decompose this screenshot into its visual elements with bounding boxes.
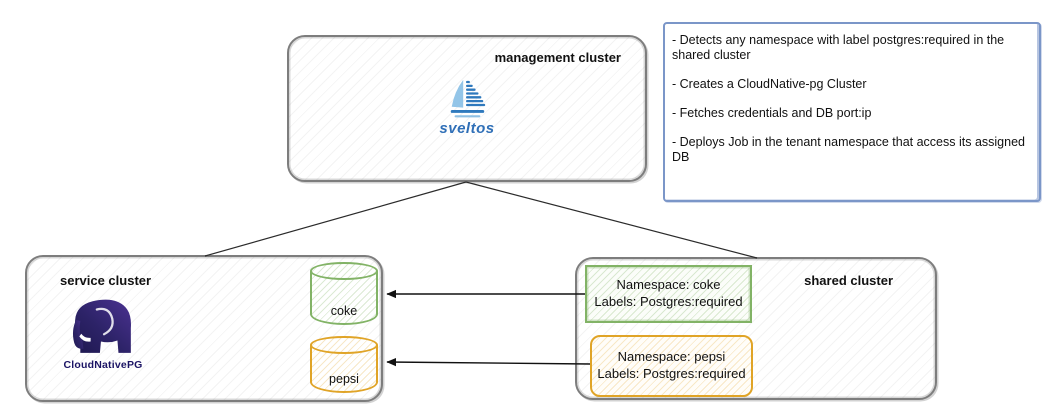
notes-box: - Detects any namespace with label postg… bbox=[663, 22, 1041, 202]
note-item: - Fetches credentials and DB port:ip bbox=[672, 106, 872, 120]
note-item: - Deploys Job in the tenant namespace th… bbox=[672, 135, 1025, 164]
management-cluster-node: management cluster bbox=[287, 35, 647, 182]
shared-cluster-label: shared cluster bbox=[804, 273, 893, 288]
sveltos-logo-text: sveltos bbox=[439, 120, 495, 137]
database-cylinder-pepsi: pepsi bbox=[310, 336, 378, 393]
cloudnativepg-logo: CloudNativePG bbox=[48, 295, 158, 371]
database-cylinder-top bbox=[310, 336, 378, 354]
cloudnativepg-logo-text: CloudNativePG bbox=[63, 359, 143, 371]
namespace-name: Namespace: pepsi bbox=[617, 349, 726, 365]
note-item: - Creates a CloudNative-pg Cluster bbox=[672, 77, 867, 91]
note-item: - Detects any namespace with label postg… bbox=[672, 33, 1005, 62]
sveltos-sailboat-icon bbox=[287, 78, 647, 122]
arrow-namespace-pepsi-to-db bbox=[386, 357, 591, 367]
service-cluster-label: service cluster bbox=[60, 273, 152, 288]
database-cylinder-top bbox=[310, 262, 378, 280]
cloudnativepg-elephant-icon bbox=[48, 295, 158, 357]
sveltos-logo: sveltos bbox=[287, 78, 647, 137]
namespace-box-coke: Namespace: coke Labels: Postgres:require… bbox=[585, 265, 752, 323]
database-cylinder-coke: coke bbox=[310, 262, 378, 325]
namespace-labels: Labels: Postgres:required bbox=[597, 366, 746, 381]
database-cylinder-body bbox=[310, 271, 378, 325]
edge-management-to-service bbox=[204, 181, 467, 257]
management-cluster-label: management cluster bbox=[494, 50, 621, 65]
database-name: coke bbox=[330, 304, 358, 318]
namespace-labels: Labels: Postgres:required bbox=[594, 294, 743, 309]
database-name: pepsi bbox=[329, 372, 359, 386]
namespace-box-pepsi: Namespace: pepsi Labels: Postgres:requir… bbox=[590, 335, 753, 397]
namespace-name: Namespace: coke bbox=[616, 277, 721, 293]
